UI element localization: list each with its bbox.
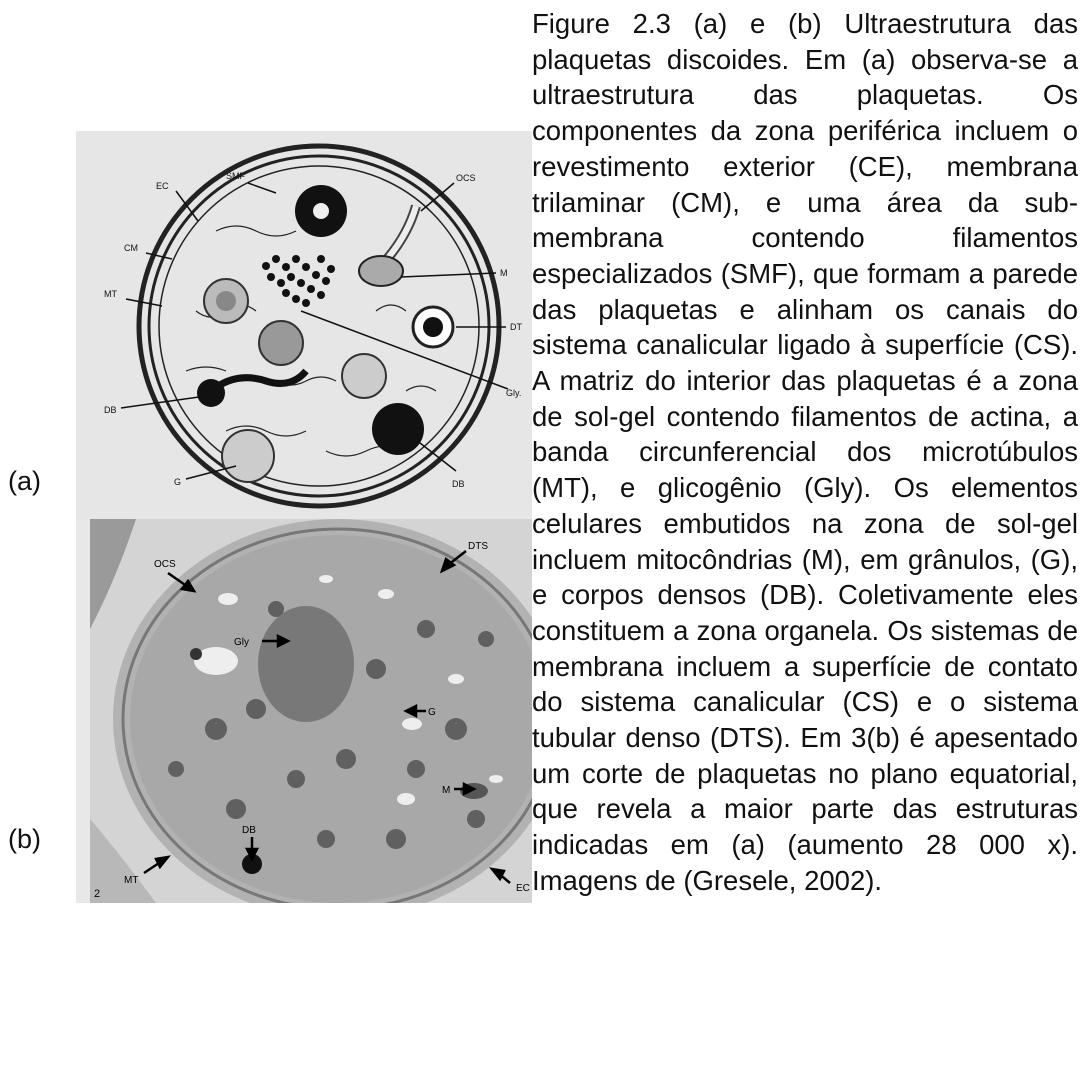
label-g: G: [428, 707, 436, 718]
label-m: M: [500, 268, 508, 278]
label-smf: SMF: [226, 171, 246, 181]
label-dt: DT: [510, 322, 522, 332]
panel-label-b: (b): [8, 824, 41, 855]
label-gly: Gly: [234, 637, 249, 648]
label-db: DB: [242, 825, 256, 836]
dense-body-tail: [211, 371, 306, 391]
platelet-micrograph-image: OCS DTS Gly G DB M MT EC 2: [76, 519, 532, 903]
glycogen-cluster: [262, 255, 335, 307]
label-ocs: OCS: [154, 559, 176, 570]
label-db-bottom: DB: [452, 479, 465, 489]
platelet-schematic-drawing: SMF EC CM MT DB G DB OCS M DT Gly.: [76, 131, 532, 519]
label-ec: EC: [156, 181, 169, 191]
label-db-left: DB: [104, 405, 117, 415]
label-dts: DTS: [468, 541, 488, 552]
mitochondrion: [359, 256, 403, 286]
label-g: G: [174, 477, 181, 487]
granule-right: [342, 354, 386, 398]
granule-center: [259, 321, 303, 365]
label-m: M: [442, 785, 450, 796]
label-cm: CM: [124, 243, 138, 253]
dense-body-bottom: [372, 403, 424, 455]
panel-label-a: (a): [8, 466, 41, 497]
granule-g: [222, 430, 274, 482]
platelet-schematic-figure: SMF EC CM MT DB G DB OCS M DT Gly.: [76, 131, 532, 519]
label-mt: MT: [124, 875, 138, 886]
label-ocs: OCS: [456, 173, 476, 183]
label-mt: MT: [104, 289, 117, 299]
label-ec: EC: [516, 883, 530, 894]
figure-number: 2: [94, 888, 100, 900]
platelet-micrograph-figure: OCS DTS Gly G DB M MT EC 2: [76, 519, 532, 903]
label-gly: Gly.: [506, 388, 521, 398]
figure-caption: Figure 2.3 (a) e (b) Ultraestrutura das …: [532, 6, 1078, 899]
glycogen-region: [258, 606, 354, 722]
